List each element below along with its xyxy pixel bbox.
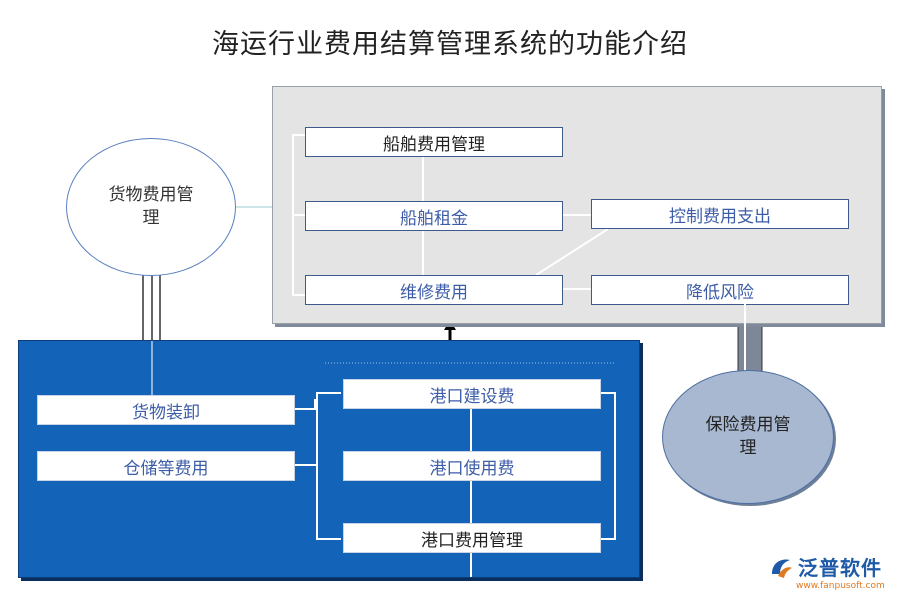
insurance-cost-circle: 保险费用管 理	[662, 370, 834, 504]
cargo-circle-line2: 理	[142, 208, 160, 228]
cargo-circle-line1: 货物费用管	[108, 185, 194, 205]
port-cost-panel: 货物装卸 仓储等费用 港口建设费 港口使用费 港口费用管理	[18, 340, 640, 578]
insurance-circle-line1: 保险费用管	[705, 415, 791, 435]
ship-cost-management-box: 船舶费用管理	[305, 127, 563, 157]
control-expense-box: 控制费用支出	[591, 199, 849, 229]
ship-rent-box: 船舶租金	[305, 201, 563, 231]
port-panel-lines	[151, 341, 616, 577]
cargo-handling-box: 货物装卸	[37, 395, 295, 425]
ship-cost-panel: 船舶费用管理 船舶租金 维修费用 控制费用支出 降低风险	[272, 86, 882, 324]
fanpu-logo: 泛普软件 www.fanpusoft.com	[768, 552, 892, 596]
fanpu-logo-icon	[772, 559, 792, 578]
port-usage-fee-box: 港口使用费	[343, 451, 601, 481]
port-cost-management-box: 港口费用管理	[343, 523, 601, 553]
page-title: 海运行业费用结算管理系统的功能介绍	[212, 29, 688, 60]
logo-name: 泛普软件	[798, 556, 882, 580]
reduce-risk-box: 降低风险	[591, 275, 849, 305]
storage-cost-box: 仓储等费用	[37, 451, 295, 481]
port-construction-fee-box: 港口建设费	[343, 379, 601, 409]
insurance-circle-line2: 理	[739, 438, 757, 458]
repair-cost-box: 维修费用	[305, 275, 563, 305]
logo-url: www.fanpusoft.com	[796, 581, 885, 591]
cargo-cost-circle: 货物费用管 理	[66, 138, 236, 276]
